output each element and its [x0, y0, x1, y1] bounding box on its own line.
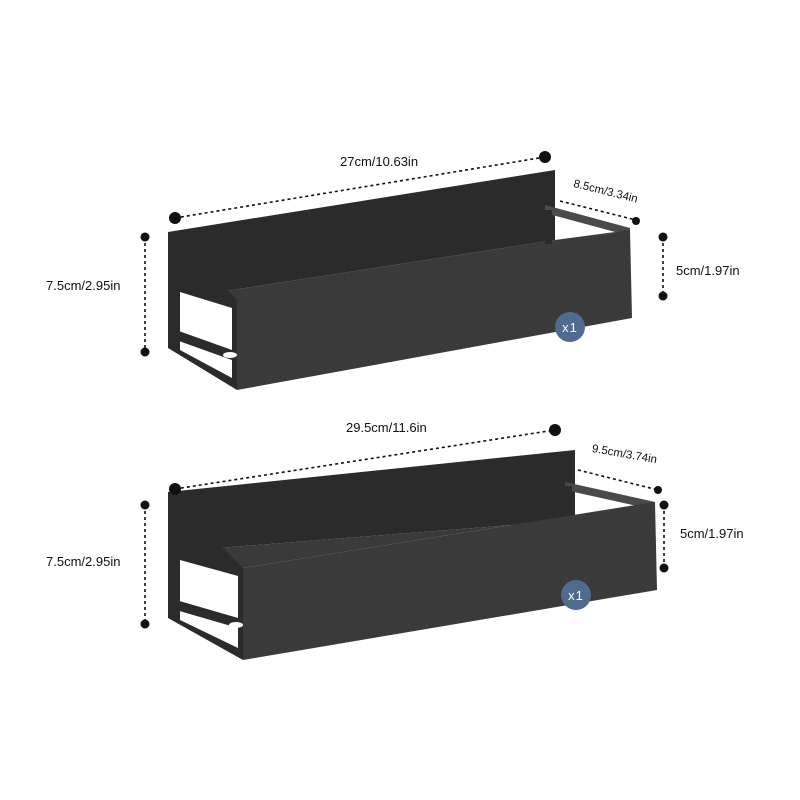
shelf-bottom	[168, 450, 657, 660]
length-label-top: 27cm/10.63in	[340, 154, 419, 169]
shelf-top	[168, 170, 632, 390]
length-label-bottom: 29.5cm/11.6in	[346, 420, 427, 435]
front-height-label-bottom: 5cm/1.97in	[680, 526, 744, 541]
dimension-lines-bottom	[140, 424, 669, 629]
dimension-lines-top	[140, 151, 668, 357]
front-height-label-top: 5cm/1.97in	[676, 263, 740, 278]
quantity-badge-bottom: x1	[561, 580, 591, 610]
height-label-bottom: 7.5cm/2.95in	[46, 554, 121, 569]
quantity-badge-top: x1	[555, 312, 585, 342]
height-label-top: 7.5cm/2.95in	[46, 278, 121, 293]
